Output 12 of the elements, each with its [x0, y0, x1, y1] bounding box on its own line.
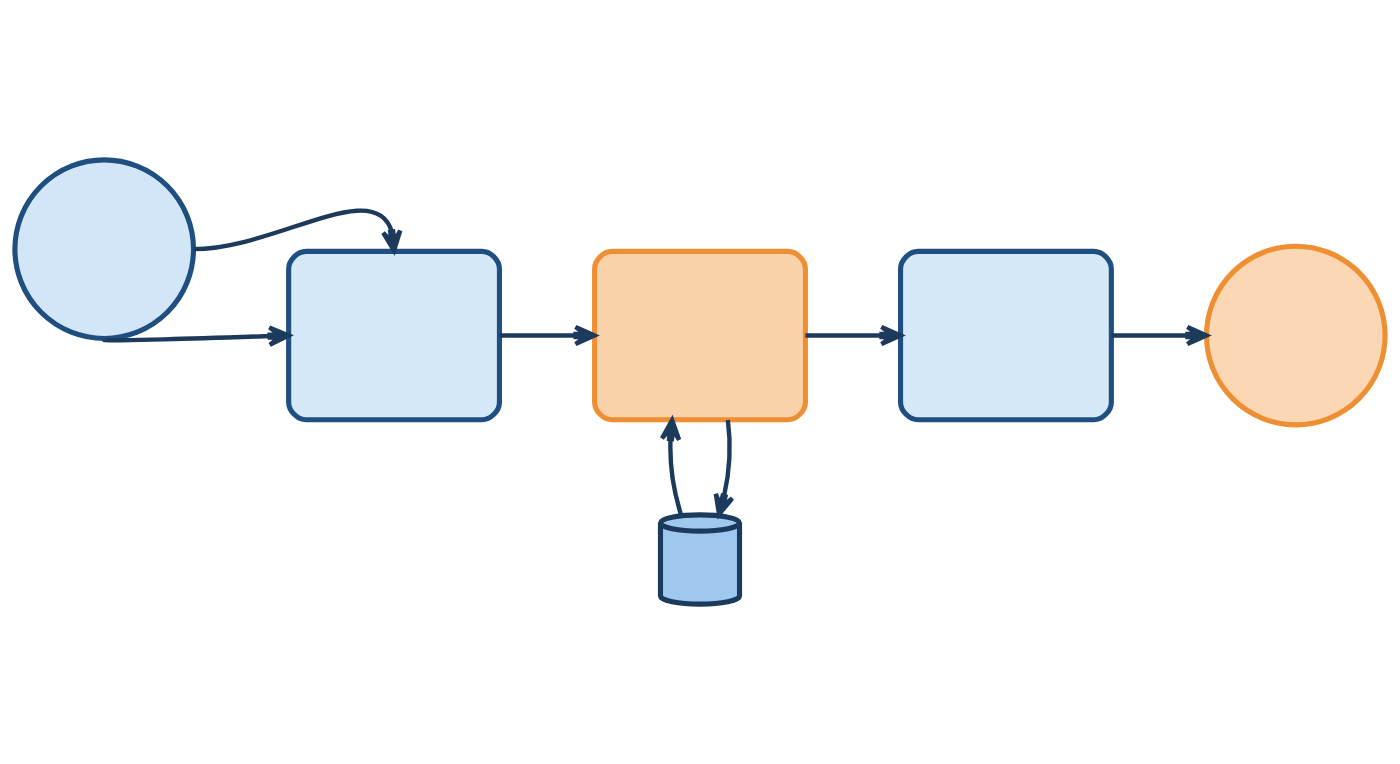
arrow: [1111, 324, 1209, 347]
arrow: [103, 325, 291, 347]
node-circle: [1203, 243, 1388, 428]
arrow: [805, 324, 903, 347]
node-box: [592, 248, 808, 423]
node-circle: [12, 157, 197, 341]
arrow: [713, 419, 735, 517]
node-box: [898, 248, 1114, 423]
arrow: [193, 208, 403, 253]
arrow: [659, 417, 684, 516]
node-box: [286, 248, 502, 423]
arrow: [499, 324, 597, 347]
